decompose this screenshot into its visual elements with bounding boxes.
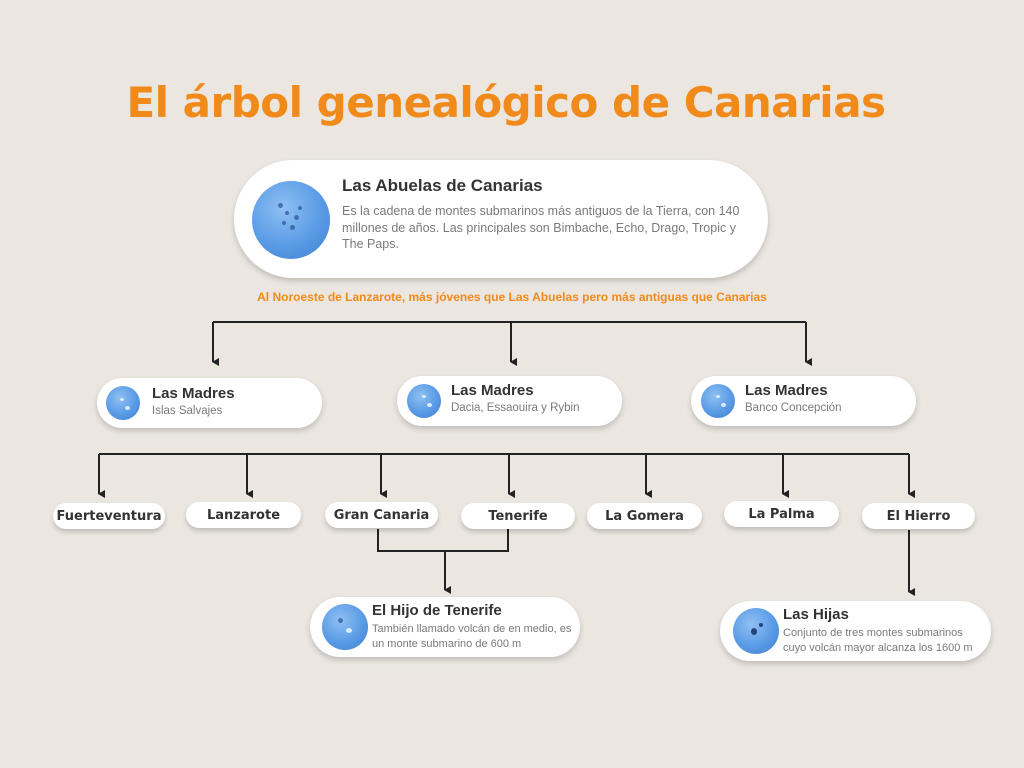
mothers-subtitle: Islas Salvajes	[152, 405, 223, 417]
island-la-gomera: La Gomera	[587, 503, 702, 529]
mothers-card-concepcion: Las Madres Banco Concepción	[691, 376, 916, 426]
island-lanzarote: Lanzarote	[186, 502, 301, 528]
island-la-palma: La Palma	[724, 501, 839, 527]
grandmothers-title: Las Abuelas de Canarias	[342, 176, 543, 195]
son-title: El Hijo de Tenerife	[372, 602, 502, 619]
mothers-subtitle: Dacia, Essaouira y Rybin	[451, 402, 580, 414]
mothers-title: Las Madres	[745, 382, 828, 399]
islands-map-thumbnail	[701, 384, 735, 418]
grandmothers-card: Las Abuelas de Canarias Es la cadena de …	[234, 160, 768, 278]
islands-map-thumbnail	[407, 384, 441, 418]
seamount-map-thumbnail	[252, 181, 330, 259]
son-of-tenerife-card: El Hijo de Tenerife También llamado volc…	[310, 597, 580, 657]
seafloor-map-thumbnail	[322, 604, 368, 650]
seamount-map-thumbnail	[733, 608, 779, 654]
islands-map-thumbnail	[106, 386, 140, 420]
island-tenerife: Tenerife	[461, 503, 575, 529]
daughters-card: Las Hijas Conjunto de tres montes submar…	[720, 601, 991, 661]
island-fuerteventura: Fuerteventura	[53, 503, 165, 529]
mothers-note: Al Noroeste de Lanzarote, más jóvenes qu…	[257, 290, 767, 304]
mothers-card-dacia: Las Madres Dacia, Essaouira y Rybin	[397, 376, 622, 426]
son-description: También llamado volcán de en medio, es u…	[372, 623, 572, 650]
island-el-hierro: El Hierro	[862, 503, 975, 529]
island-gran-canaria: Gran Canaria	[325, 502, 438, 528]
daughters-title: Las Hijas	[783, 606, 849, 623]
daughters-description: Conjunto de tres montes submarinos cuyo …	[783, 627, 973, 654]
mothers-title: Las Madres	[152, 385, 235, 402]
mothers-card-salvajes: Las Madres Islas Salvajes	[97, 378, 322, 428]
page-title: El árbol genealógico de Canarias	[126, 78, 886, 127]
mothers-subtitle: Banco Concepción	[745, 402, 842, 414]
mothers-title: Las Madres	[451, 382, 534, 399]
grandmothers-description: Es la cadena de montes submarinos más an…	[342, 204, 740, 251]
